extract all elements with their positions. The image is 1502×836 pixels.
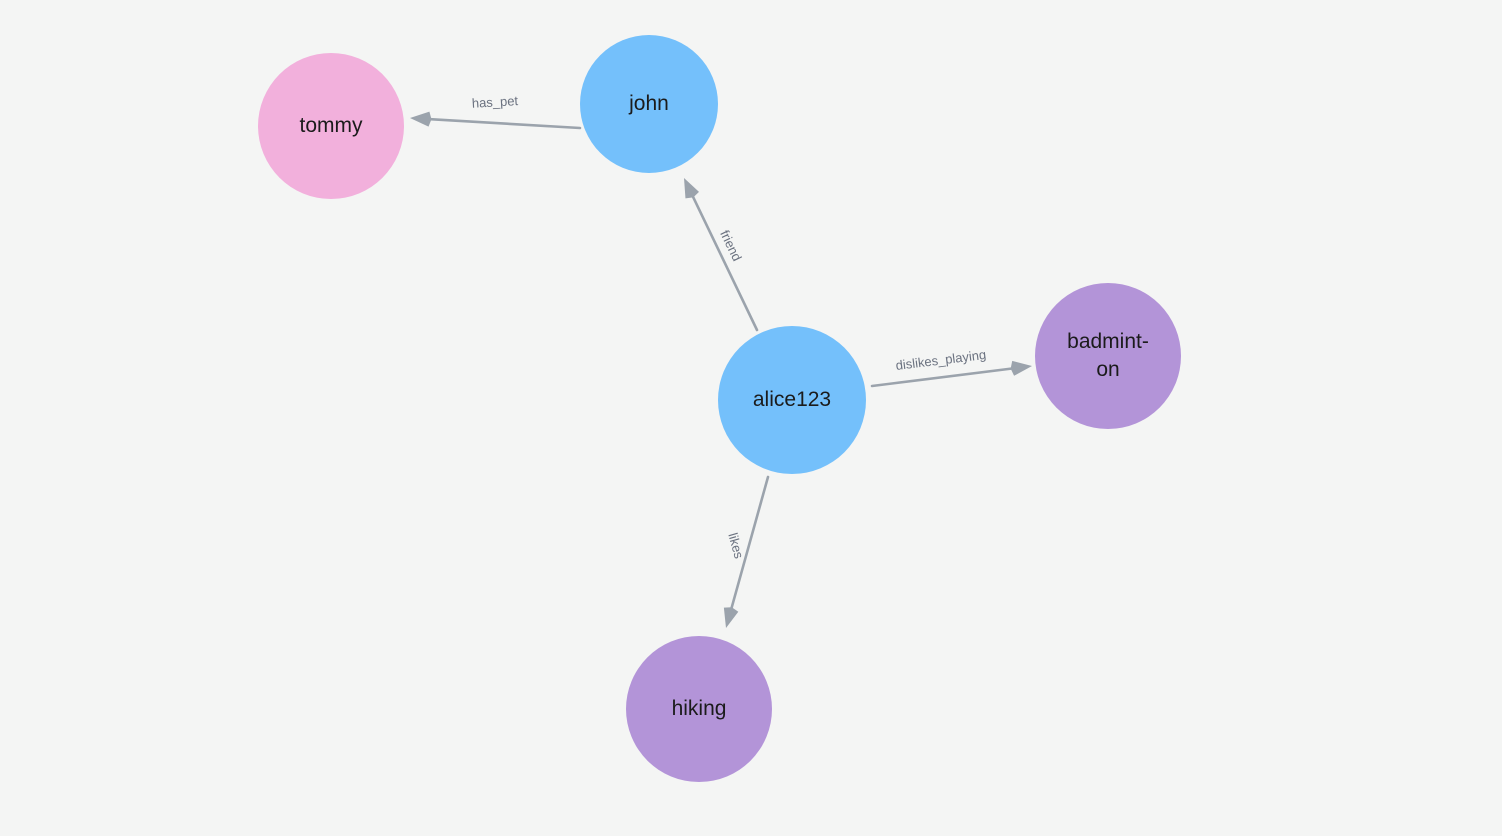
edge-arrowhead-icon [684,178,699,199]
graph-node-john[interactable]: john [580,35,718,173]
node-circle[interactable] [626,636,772,782]
edge-label: has_pet [471,93,518,111]
graph-edge[interactable]: has_pet [410,93,582,130]
edge-arrowhead-icon [1010,360,1032,376]
graph-node-tommy[interactable]: tommy [258,53,404,199]
node-circle[interactable] [580,35,718,173]
edge-label: likes [725,531,747,561]
node-circle[interactable] [1035,283,1181,429]
graph-node-hiking[interactable]: hiking [626,636,772,782]
graph-node-badminton[interactable]: badmint-on [1035,283,1181,429]
graph-edge[interactable]: likes [723,475,770,628]
edge-arrowhead-icon [410,111,432,127]
graph-node-alice123[interactable]: alice123 [718,326,866,474]
edge-line [689,191,759,332]
edge-line [728,475,770,614]
edge-line [424,117,582,130]
edge-line [870,366,1018,388]
node-circle[interactable] [258,53,404,199]
edge-arrowhead-icon [723,607,739,628]
node-circle[interactable] [718,326,866,474]
